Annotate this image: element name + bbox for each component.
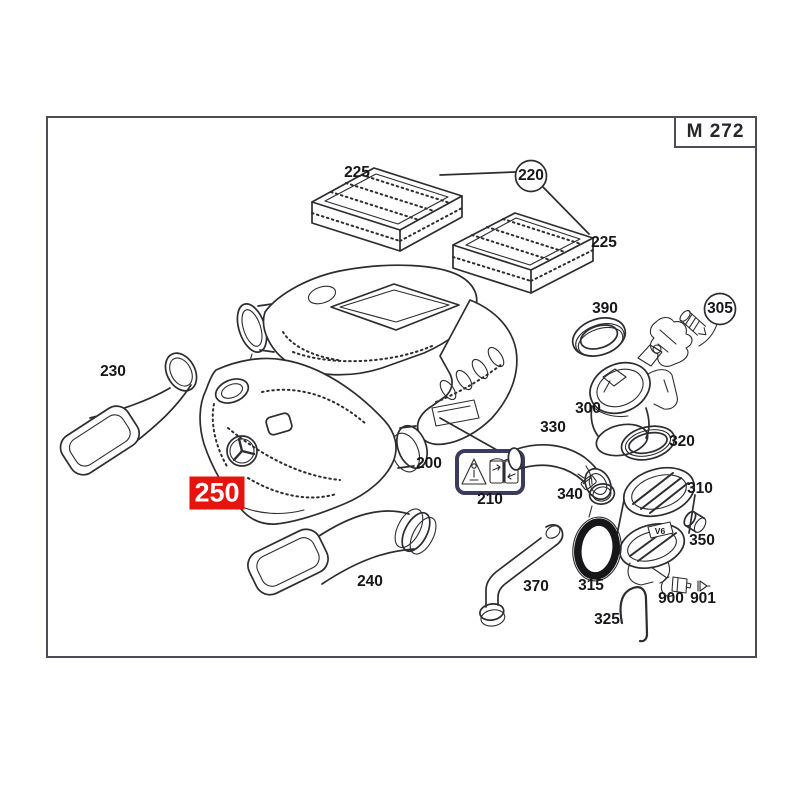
part-label-330: 330 — [540, 419, 566, 436]
part-240-intake-duct — [247, 508, 437, 596]
part-label-305: 305 — [707, 300, 733, 317]
warning-triangle-icon — [461, 458, 487, 485]
leader-line-210 — [439, 417, 505, 455]
part-label-900: 900 — [658, 590, 684, 607]
part-label-230: 230 — [100, 363, 126, 380]
part-label-200: 200 — [416, 455, 442, 472]
part-label-325: 325 — [594, 611, 620, 628]
leader-lines-220 — [439, 171, 590, 235]
part-390-seal-ring — [571, 317, 627, 357]
part-900-fitting — [660, 576, 692, 597]
part-315-seal-ring — [572, 516, 622, 582]
part-350-plug — [683, 510, 707, 533]
part-210-warning-plate — [455, 449, 525, 495]
part-label-310: 310 — [687, 480, 713, 497]
part-230-intake-duct — [59, 352, 198, 476]
part-label-901: 901 — [690, 590, 716, 607]
part-label-300: 300 — [575, 400, 601, 417]
part-label-220: 220 — [518, 167, 544, 184]
part-220-callout-circle — [514, 159, 548, 193]
part-label-250: 250 — [189, 476, 245, 510]
part-label-210: 210 — [477, 491, 503, 508]
part-225-filter-bottom — [452, 212, 594, 294]
part-label-320: 320 — [669, 433, 695, 450]
part-330-hose — [507, 444, 612, 501]
part-901-fitting — [697, 580, 711, 592]
part-label-340: 340 — [557, 486, 583, 503]
engine-code-box: M 272 — [674, 118, 755, 148]
screw-icon — [679, 310, 707, 336]
part-225-filter-top — [311, 167, 463, 252]
part-label-315: 315 — [578, 577, 604, 594]
part-label-v6: V6 — [654, 526, 666, 536]
part-label-370: 370 — [523, 578, 549, 595]
part-370-hose — [479, 524, 564, 627]
open-book-icon — [489, 458, 519, 484]
part-325-clip — [619, 586, 649, 643]
engine-code: M 272 — [686, 121, 745, 142]
part-label-225: 225 — [591, 234, 617, 251]
part-310-housing — [615, 466, 696, 586]
part-label-225: 225 — [344, 164, 370, 181]
part-label-350: 350 — [689, 532, 715, 549]
part-250-engine-cover — [199, 357, 397, 525]
part-300-air-mass-sensor — [589, 344, 678, 457]
part-label-390: 390 — [592, 300, 618, 317]
part-340-clamp — [577, 473, 616, 518]
part-label-240: 240 — [357, 573, 383, 590]
part-320-seal-ring — [620, 425, 676, 461]
